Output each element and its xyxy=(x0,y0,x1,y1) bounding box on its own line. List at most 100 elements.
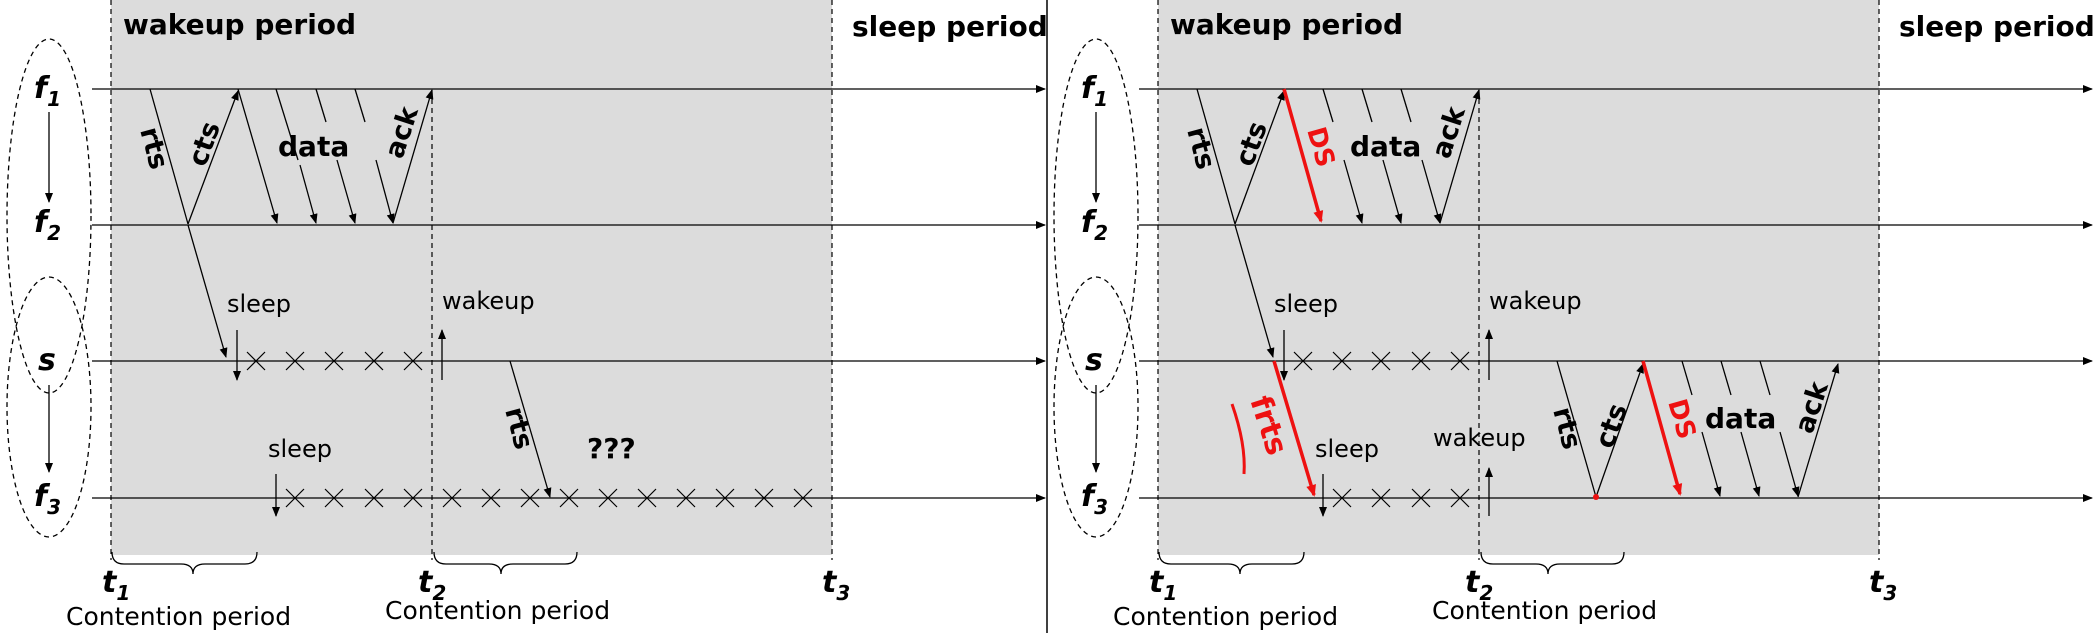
node-label-s: s xyxy=(1085,343,1103,378)
sleep-cross-mark xyxy=(1332,488,1352,508)
sleep-cross-mark xyxy=(324,351,344,371)
sleep-cross-mark xyxy=(364,488,384,508)
ack-arrow xyxy=(1439,89,1481,224)
sleep-cross-mark xyxy=(715,488,735,508)
contention-brace xyxy=(433,551,578,575)
sleep-cross-mark xyxy=(285,351,305,371)
sleep-cross-mark xyxy=(246,351,266,371)
rts-arrow xyxy=(149,88,189,225)
sleep-crosses-f3 xyxy=(285,488,813,508)
sleep-label-f3: sleep xyxy=(268,435,332,463)
data-arrow xyxy=(315,88,327,123)
data-arrow-s-f3 xyxy=(1779,431,1800,497)
sleep-label-f3: sleep xyxy=(1315,435,1379,463)
time-label-t1: t1 xyxy=(102,565,130,605)
data-arrow xyxy=(1343,159,1364,224)
ds-arrow xyxy=(1282,88,1324,223)
data-arrow-s-f3 xyxy=(1701,431,1722,497)
time-label-t1: t1 xyxy=(1149,565,1177,605)
data-arrow xyxy=(237,88,279,224)
rts-arrow xyxy=(1196,88,1236,225)
sleep-cross-mark xyxy=(403,488,423,508)
data-label: data xyxy=(1350,130,1421,163)
data-arrow-s-f3 xyxy=(1740,431,1761,497)
sleep-cross-mark xyxy=(598,488,618,508)
sleep-cross-mark xyxy=(1371,488,1391,508)
data-arrow xyxy=(275,88,299,161)
sleep-cross-mark xyxy=(1411,351,1431,371)
sleep-label-s: sleep xyxy=(1274,290,1338,318)
sleep-crosses-f3 xyxy=(1332,488,1470,508)
sleep-cross-mark xyxy=(364,351,384,371)
sleep-crosses-s xyxy=(1293,351,1470,371)
wakeup-label-f3: wakeup xyxy=(1433,424,1526,452)
sleep-cross-mark xyxy=(1332,351,1352,371)
sleep-cross-mark xyxy=(1293,351,1313,371)
node-group-ellipse-lower xyxy=(6,276,92,538)
frts-arrow xyxy=(1272,360,1316,497)
sleep-cross-mark xyxy=(324,488,344,508)
time-label-t2: t2 xyxy=(1465,565,1493,605)
node-group-ellipse-lower xyxy=(1053,276,1139,538)
contention-period-label: Contention period xyxy=(66,602,291,631)
data-arrow-s-f3 xyxy=(1681,360,1693,396)
node-label-f2: f2 xyxy=(34,205,61,245)
data-arrow xyxy=(299,164,318,224)
contention-period-label: Contention period xyxy=(1432,596,1657,625)
node-label-f1: f1 xyxy=(34,71,61,111)
time-label-t2: t2 xyxy=(418,565,446,605)
sleep-cross-mark xyxy=(403,351,423,371)
ack-arrow xyxy=(392,89,434,224)
data-arrow xyxy=(1400,88,1412,123)
node-label-f3: f3 xyxy=(34,479,61,519)
cts-arrow xyxy=(1234,90,1285,225)
wakeup-period-region xyxy=(111,0,832,555)
cts-origin-dot xyxy=(1593,494,1599,500)
contention-period-label: Contention period xyxy=(1113,602,1338,631)
data-label-s-f3: data xyxy=(1705,402,1776,435)
right-panel: wakeup period sleep period f1 f2 s f3 rt… xyxy=(1053,0,2094,631)
node-label-s: s xyxy=(38,343,56,378)
wakeup-period-label: wakeup period xyxy=(1170,8,1403,41)
wakeup-period-region xyxy=(1158,0,1879,555)
sleep-cross-mark xyxy=(793,488,813,508)
data-arrow xyxy=(1322,88,1334,123)
sleep-crosses-s xyxy=(246,351,423,371)
contention-brace xyxy=(1480,551,1625,575)
frts-underline xyxy=(1230,403,1246,475)
time-label-t3: t3 xyxy=(822,565,850,605)
data-arrow xyxy=(354,88,366,123)
forward-arrow-f2-s xyxy=(187,224,228,358)
cts-arrow-f3-s xyxy=(1595,363,1644,498)
sleep-cross-mark xyxy=(481,488,501,508)
sleep-cross-mark xyxy=(637,488,657,508)
data-arrow xyxy=(375,159,395,224)
sleep-period-label: sleep period xyxy=(852,10,1048,43)
sleep-cross-mark xyxy=(754,488,774,508)
sleep-cross-mark xyxy=(1371,351,1391,371)
data-label: data xyxy=(278,130,349,163)
data-arrow xyxy=(336,159,357,224)
sleep-period-label: sleep period xyxy=(1899,10,2094,43)
sleep-cross-mark xyxy=(442,488,462,508)
sleep-cross-mark xyxy=(1411,488,1431,508)
data-arrow xyxy=(1382,159,1403,224)
time-label-t3: t3 xyxy=(1869,565,1897,605)
sleep-cross-mark xyxy=(1450,488,1470,508)
rts-arrow-s-f3 xyxy=(1556,360,1597,498)
sleep-cross-mark xyxy=(559,488,579,508)
node-group-ellipse-upper xyxy=(6,38,92,394)
forward-arrow-f2-s xyxy=(1234,224,1275,358)
node-label-f2: f2 xyxy=(1081,205,1108,245)
sleep-cross-mark xyxy=(285,488,305,508)
sleep-label-s: sleep xyxy=(227,290,291,318)
sleep-cross-mark xyxy=(1450,351,1470,371)
node-group-ellipse-upper xyxy=(1053,38,1139,394)
wakeup-label-s: wakeup xyxy=(1489,287,1582,315)
contention-brace xyxy=(111,551,258,575)
data-arrow-s-f3 xyxy=(1759,360,1771,396)
wakeup-period-label: wakeup period xyxy=(123,8,356,41)
data-arrow xyxy=(1361,88,1373,123)
